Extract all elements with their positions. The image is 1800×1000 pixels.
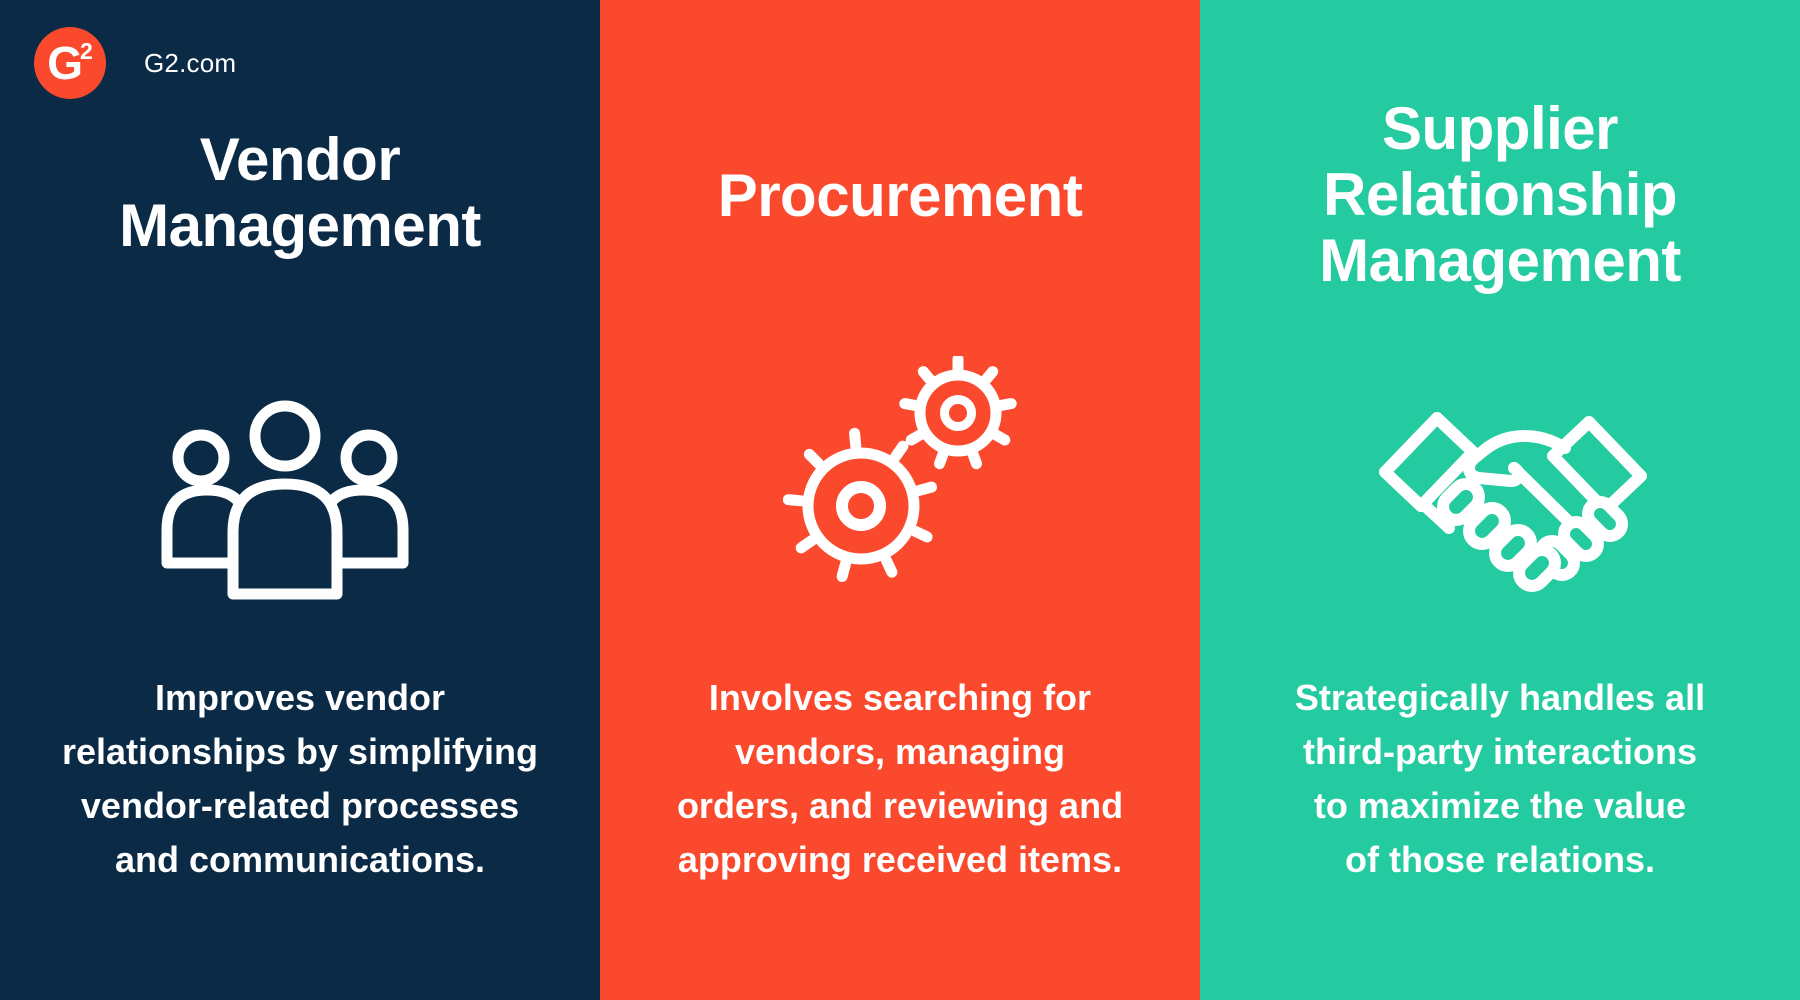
description-line: and communications. [114, 839, 486, 880]
description-line: orders, and reviewing and [676, 785, 1124, 826]
description-line: to maximize the value [1313, 785, 1687, 826]
gears-icon [782, 353, 1018, 596]
column-description-procurement: Involves searching for vendors, managing… [600, 671, 1200, 887]
title-line: Management [1319, 227, 1681, 294]
column-description-vendor-management: Improves vendor relationships by simplif… [0, 671, 600, 887]
title-line: Procurement [717, 162, 1083, 229]
description-line: Involves searching for [708, 677, 1092, 718]
handshake-icon [1377, 398, 1649, 599]
title-line: Management [119, 192, 481, 259]
column-description-supplier-relationship-management: Strategically handles all third-party in… [1200, 671, 1800, 887]
description-line: relationships by simplifying [61, 731, 539, 772]
title-line: Supplier [1381, 95, 1619, 162]
description-line: vendor-related processes [80, 785, 520, 826]
logo-letter: G [47, 37, 83, 89]
logo-superscript: 2 [79, 37, 93, 64]
description-line: of those relations. [1344, 839, 1656, 880]
title-line: Vendor [199, 126, 401, 193]
description-line: vendors, managing [734, 731, 1066, 772]
column-title-supplier-relationship-management: Supplier Relationship Management [1200, 96, 1800, 294]
description-line: third-party interactions [1302, 731, 1698, 772]
column-title-procurement: Procurement [600, 163, 1200, 229]
description-line: Strategically handles all [1294, 677, 1706, 718]
description-line: Improves vendor [154, 677, 446, 718]
column-vendor-management: G 2 G2.com Vendor Management I [0, 0, 600, 1000]
column-procurement: Procurement [600, 0, 1200, 1000]
column-supplier-relationship-management: Supplier Relationship Management [1200, 0, 1800, 1000]
title-line: Relationship [1322, 161, 1678, 228]
brand-site-label: G2.com [144, 47, 237, 78]
g2-logo-icon: G 2 [34, 27, 106, 99]
people-group-icon [157, 400, 413, 610]
description-line: approving received items. [677, 839, 1123, 880]
column-title-vendor-management: Vendor Management [0, 127, 600, 259]
brand: G 2 G2.com [34, 27, 236, 99]
